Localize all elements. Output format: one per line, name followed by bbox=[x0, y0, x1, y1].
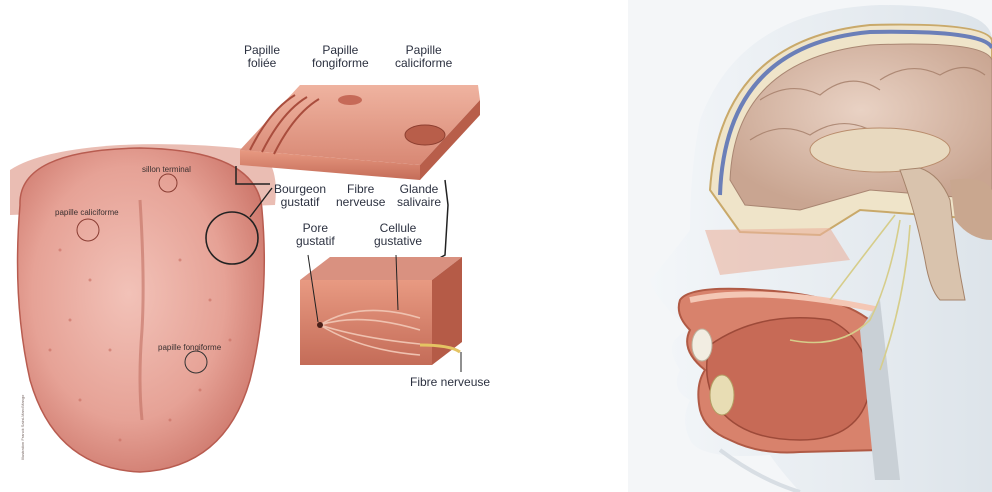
glande-line2: salivaire bbox=[397, 196, 441, 209]
foliee-label: Papille foliée bbox=[244, 44, 280, 70]
pore-label: Pore gustatif bbox=[296, 222, 335, 248]
fongiforme-bump bbox=[338, 95, 362, 105]
bourgeon-line2: gustatif bbox=[274, 196, 326, 209]
caliciforme-block-label: Papille caliciforme bbox=[395, 44, 452, 70]
corpus-callosum bbox=[810, 128, 950, 172]
pore-mark bbox=[317, 322, 323, 328]
fongiforme-label: papille fongiforme bbox=[158, 343, 221, 352]
pore-line2: gustatif bbox=[296, 235, 335, 248]
fibre-label: Fibre nerveuse bbox=[336, 183, 385, 209]
head-section bbox=[628, 0, 992, 492]
fongiforme-block-label: Papille fongiforme bbox=[312, 44, 369, 70]
tongue-illustration bbox=[10, 144, 276, 472]
cellule-line2: gustative bbox=[374, 235, 422, 248]
fongiforme-line2: fongiforme bbox=[312, 57, 369, 70]
cellule-label: Cellule gustative bbox=[374, 222, 422, 248]
tongue-body bbox=[18, 148, 265, 472]
tissue-block-bottom bbox=[300, 255, 462, 372]
caliciforme-line2: caliciforme bbox=[395, 57, 452, 70]
copyright-label: Illustration Franck Saint-Marc/Mango bbox=[20, 395, 25, 460]
glande-label: Glande salivaire bbox=[397, 183, 441, 209]
fibre-nerveuse-label: Fibre nerveuse bbox=[410, 376, 490, 389]
fibre-line2: nerveuse bbox=[336, 196, 385, 209]
caliciforme-pit bbox=[405, 125, 445, 145]
foliee-line2: foliée bbox=[244, 57, 280, 70]
teeth-lower bbox=[710, 375, 734, 415]
caliciforme-label: papille caliciforme bbox=[55, 208, 119, 217]
bourgeon-label: Bourgeon gustatif bbox=[274, 183, 326, 209]
sillon-label: sillon terminal bbox=[142, 165, 191, 174]
teeth-upper bbox=[692, 329, 712, 361]
